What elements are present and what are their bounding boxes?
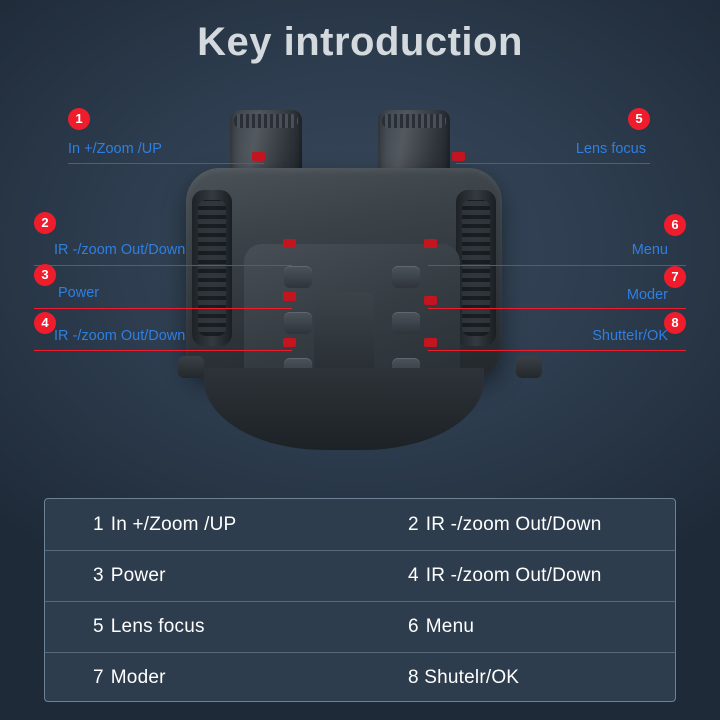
callout-leader-1 [68, 163, 264, 164]
callout-leader-5 [456, 163, 650, 164]
callout-label-6: Menu [631, 242, 668, 258]
button-menu [392, 266, 420, 288]
legend-row: 7 Moder 8 Shutelr/OK [45, 652, 675, 703]
callout-marker-3 [283, 292, 296, 301]
callout-badge-3: 3 [34, 264, 56, 286]
callout-marker-6 [424, 239, 437, 248]
legend-cell-8: 8 Shutelr/OK [360, 653, 675, 703]
callout-marker-1 [252, 152, 265, 161]
callout-badge-6: 6 [664, 214, 686, 236]
grip-left [192, 190, 232, 346]
button-zoom-up [284, 266, 312, 288]
callout-label-5: Lens focus [575, 141, 646, 157]
callout-leader-4 [34, 350, 292, 351]
callout-marker-2 [283, 239, 296, 248]
legend-index-6: 6 [408, 616, 419, 637]
callout-leader-2 [34, 265, 292, 266]
legend-cell-2: 2 IR -/zoom Out/Down [360, 499, 675, 550]
legend-cell-7: 7 Moder [45, 653, 360, 703]
legend-index-1: 1 [93, 513, 104, 535]
button-mode [392, 312, 420, 334]
callout-badge-2: 2 [34, 212, 56, 234]
callout-leader-6 [428, 265, 686, 266]
callout-badge-4: 4 [34, 312, 56, 334]
legend-text-8: 8 Shutelr/OK [408, 667, 520, 688]
legend-row: 5 Lens focus 6 Menu [45, 601, 675, 652]
legend-text-1: In +/Zoom /UP [110, 513, 237, 535]
callout-label-3: Power [58, 285, 100, 301]
device-illustration [178, 110, 542, 470]
callout-label-7: Moder [626, 287, 668, 303]
page-title: Key introduction [197, 20, 523, 64]
legend-index-3: 3 [93, 565, 104, 586]
legend-cell-3: 3 Power [45, 551, 360, 601]
legend-text-6: Menu [425, 616, 475, 637]
legend-table: 1 In +/Zoom /UP 2 IR -/zoom Out/Down 3 P… [44, 498, 676, 702]
legend-index-2: 2 [408, 513, 419, 535]
legend-text-4: IR -/zoom Out/Down [425, 565, 602, 586]
legend-cell-4: 4 IR -/zoom Out/Down [360, 551, 675, 601]
legend-text-7: Moder [110, 667, 166, 688]
callout-badge-1: 1 [68, 108, 90, 130]
callout-label-2: IR -/zoom Out/Down [54, 242, 186, 258]
callout-label-4: IR -/zoom Out/Down [54, 328, 186, 344]
device-base [204, 368, 484, 450]
callout-marker-8 [424, 338, 437, 347]
lens-plate [314, 292, 374, 378]
legend-cell-6: 6 Menu [360, 602, 675, 652]
callout-leader-8 [428, 350, 686, 351]
callout-marker-4 [283, 338, 296, 347]
legend-row: 1 In +/Zoom /UP 2 IR -/zoom Out/Down [45, 499, 675, 550]
legend-cell-5: 5 Lens focus [45, 602, 360, 652]
legend-text-5: Lens focus [110, 616, 205, 637]
button-power [284, 312, 312, 334]
callout-marker-7 [424, 296, 437, 305]
callout-label-8: ShutteIr/OK [592, 328, 668, 344]
legend-index-7: 7 [93, 667, 104, 688]
callout-leader-3 [34, 308, 292, 309]
legend-index-4: 4 [408, 565, 419, 586]
legend-cell-1: 1 In +/Zoom /UP [45, 499, 360, 550]
grip-right [456, 190, 496, 346]
strap-lug-right [516, 356, 542, 378]
legend-text-3: Power [110, 565, 166, 586]
legend-row: 3 Power 4 IR -/zoom Out/Down [45, 550, 675, 601]
callout-badge-7: 7 [664, 266, 686, 288]
legend-index-5: 5 [93, 616, 104, 637]
strap-lug-left [178, 356, 204, 378]
callout-badge-8: 8 [664, 312, 686, 334]
callout-marker-5 [452, 152, 465, 161]
callout-badge-5: 5 [628, 108, 650, 130]
legend-text-2: IR -/zoom Out/Down [425, 513, 602, 535]
callout-leader-7 [428, 308, 686, 309]
callout-label-1: In +/Zoom /UP [68, 141, 162, 157]
